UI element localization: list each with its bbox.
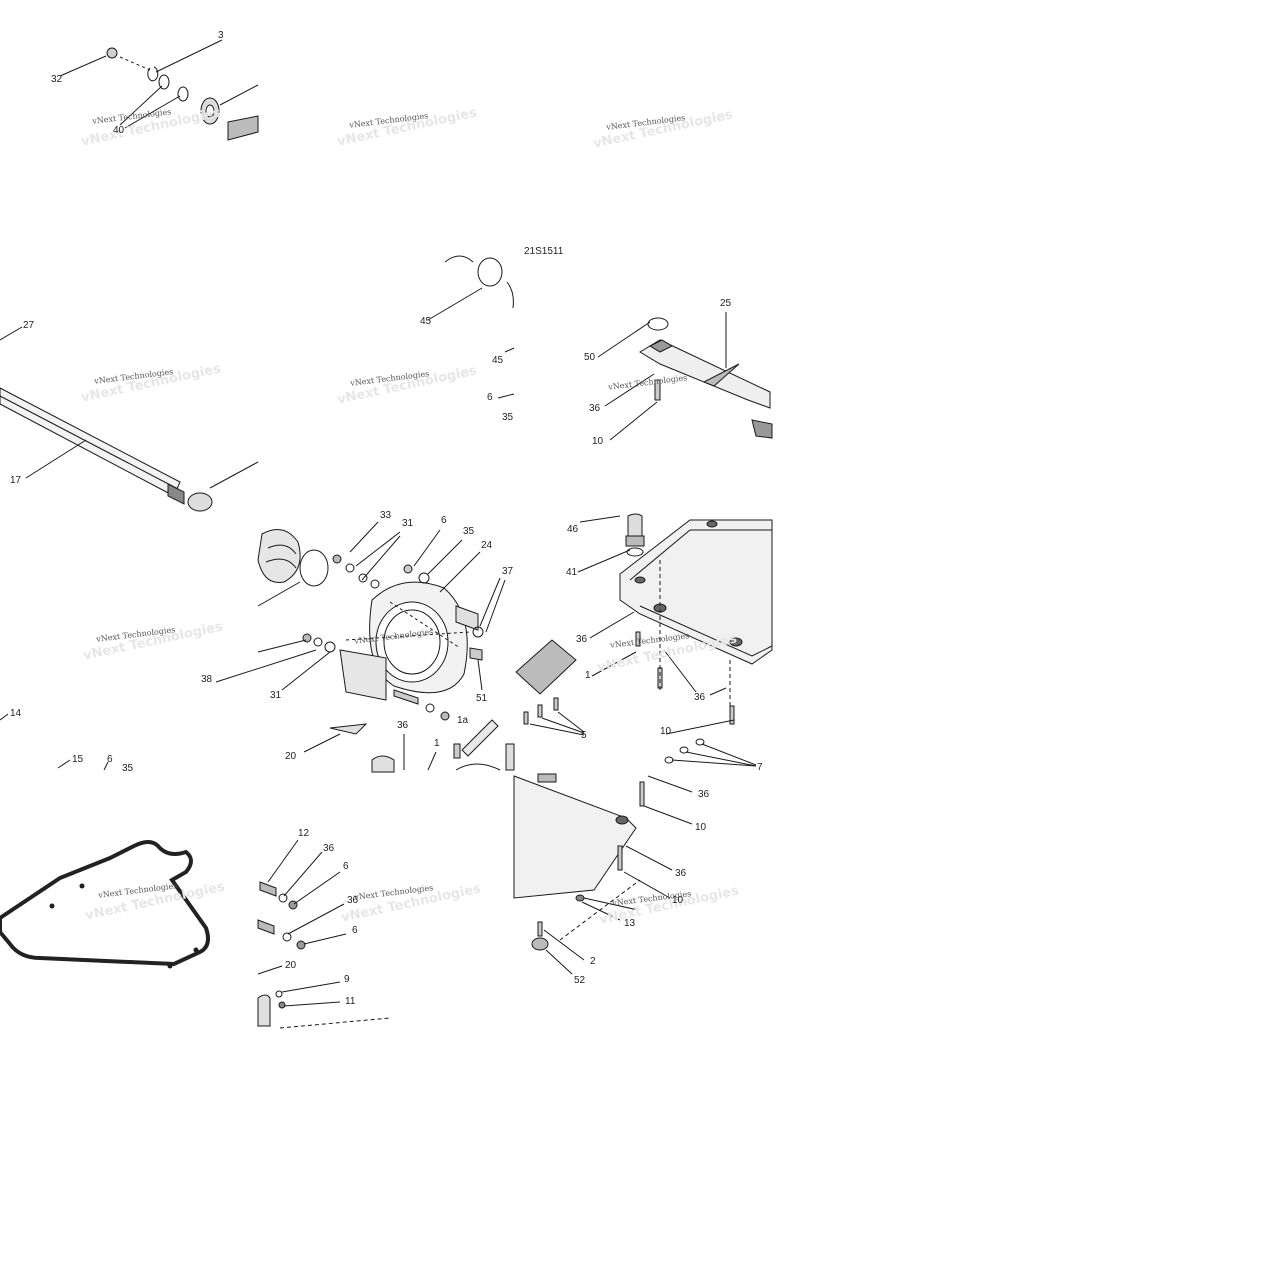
callout-10: 10 xyxy=(592,436,604,447)
callout-24: 24 xyxy=(481,540,493,551)
callout-2: 2 xyxy=(590,956,596,967)
callout-32: 32 xyxy=(51,74,63,85)
callout-3: 3 xyxy=(218,30,224,41)
tile-4-long-shaft xyxy=(0,326,259,512)
callout-36: 36 xyxy=(347,895,359,906)
callout-36: 36 xyxy=(576,634,588,645)
callout-15: 15 xyxy=(72,754,84,765)
callout-33: 33 xyxy=(380,510,392,521)
callout-14: 14 xyxy=(10,708,22,719)
callout-25: 25 xyxy=(720,298,732,309)
callout-37: 37 xyxy=(502,566,514,577)
callout-52: 52 xyxy=(574,975,586,986)
callout-20: 20 xyxy=(285,751,297,762)
tile-1-shaft-end xyxy=(59,39,259,141)
callout-45: 45 xyxy=(492,355,504,366)
callout-6: 6 xyxy=(487,392,493,403)
callout-36: 36 xyxy=(589,403,601,414)
callout-5: 5 xyxy=(581,730,587,741)
tile-7-fragment xyxy=(0,713,109,771)
callout-45: 45 xyxy=(420,316,432,327)
callout-36: 36 xyxy=(675,868,687,879)
tile-3-rail xyxy=(597,312,773,441)
tile-8-gasket xyxy=(0,840,210,969)
callout-36: 36 xyxy=(397,720,409,731)
callout-6: 6 xyxy=(441,515,447,526)
callout-6: 6 xyxy=(107,754,113,765)
callout-17: 17 xyxy=(10,475,22,486)
tile-10-lower-plate xyxy=(513,773,693,975)
callout-1: 1 xyxy=(585,670,591,681)
callout-10: 10 xyxy=(660,726,672,737)
callout-38: 38 xyxy=(201,674,213,685)
callout-36: 36 xyxy=(694,692,706,703)
callout-20: 20 xyxy=(285,960,297,971)
callout-40: 40 xyxy=(113,125,125,136)
callout-10: 10 xyxy=(672,895,684,906)
callout-7: 7 xyxy=(757,762,763,773)
callout-36: 36 xyxy=(323,843,335,854)
callout-1: 1 xyxy=(434,738,440,749)
callout-50: 50 xyxy=(584,352,596,363)
tile-5-housing xyxy=(215,521,515,773)
tile-6-skid-plate xyxy=(515,513,773,767)
callout-9: 9 xyxy=(344,974,350,985)
callout-10: 10 xyxy=(695,822,707,833)
figure-code: 21S1511 xyxy=(524,246,564,257)
callout-11: 11 xyxy=(345,996,356,1007)
tile-2-clamps xyxy=(427,255,515,399)
callout-31: 31 xyxy=(270,690,282,701)
callout-31: 31 xyxy=(402,518,414,529)
callout-46: 46 xyxy=(567,524,579,535)
callout-27: 27 xyxy=(23,320,35,331)
callout-36: 36 xyxy=(698,789,710,800)
callout-35: 35 xyxy=(463,526,475,537)
callout-51: 51 xyxy=(476,693,488,704)
callout-6: 6 xyxy=(352,925,358,936)
callout-1a: 1a xyxy=(457,715,469,726)
callout-41: 41 xyxy=(566,567,578,578)
callout-13: 13 xyxy=(624,918,636,929)
callout-12: 12 xyxy=(298,828,310,839)
callout-6: 6 xyxy=(343,861,349,872)
callout-35: 35 xyxy=(122,763,134,774)
tile-9-bolts xyxy=(257,839,391,1029)
callout-35: 35 xyxy=(502,412,514,423)
